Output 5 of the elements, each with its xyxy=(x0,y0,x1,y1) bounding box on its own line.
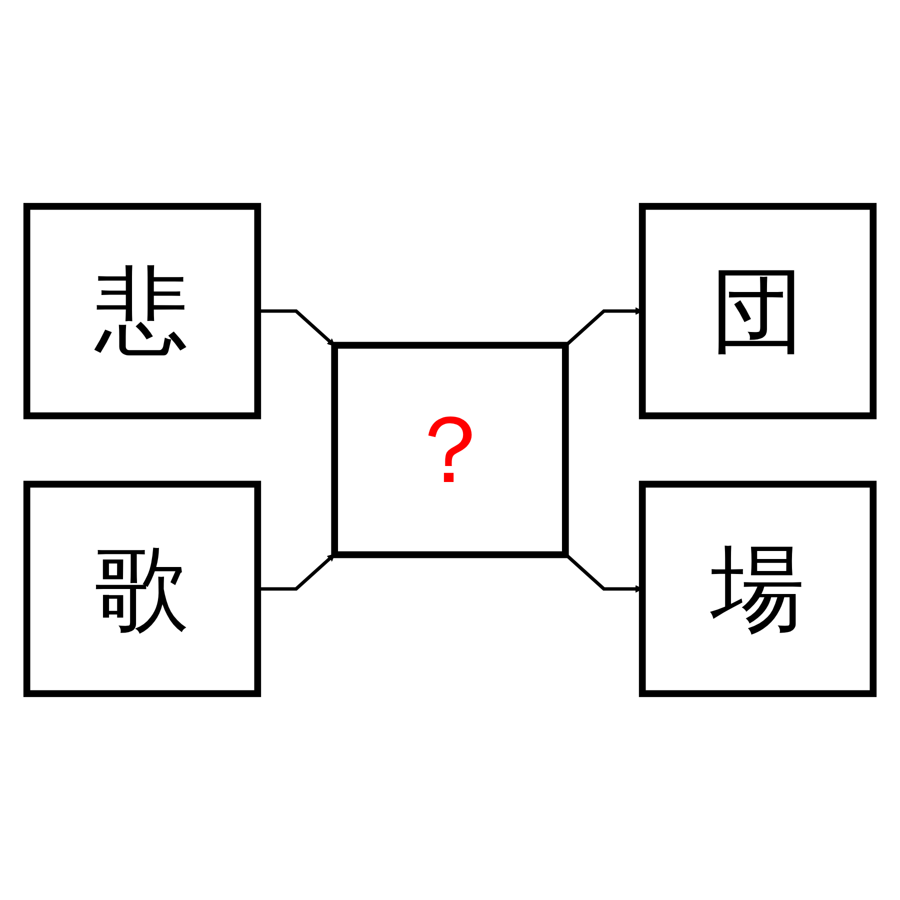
character-box: 団 xyxy=(638,202,877,420)
character-box: 歌 xyxy=(23,480,262,698)
character-box: 場 xyxy=(638,480,877,698)
character-box: 悲 xyxy=(23,202,262,420)
character-box: ？ xyxy=(331,342,569,558)
